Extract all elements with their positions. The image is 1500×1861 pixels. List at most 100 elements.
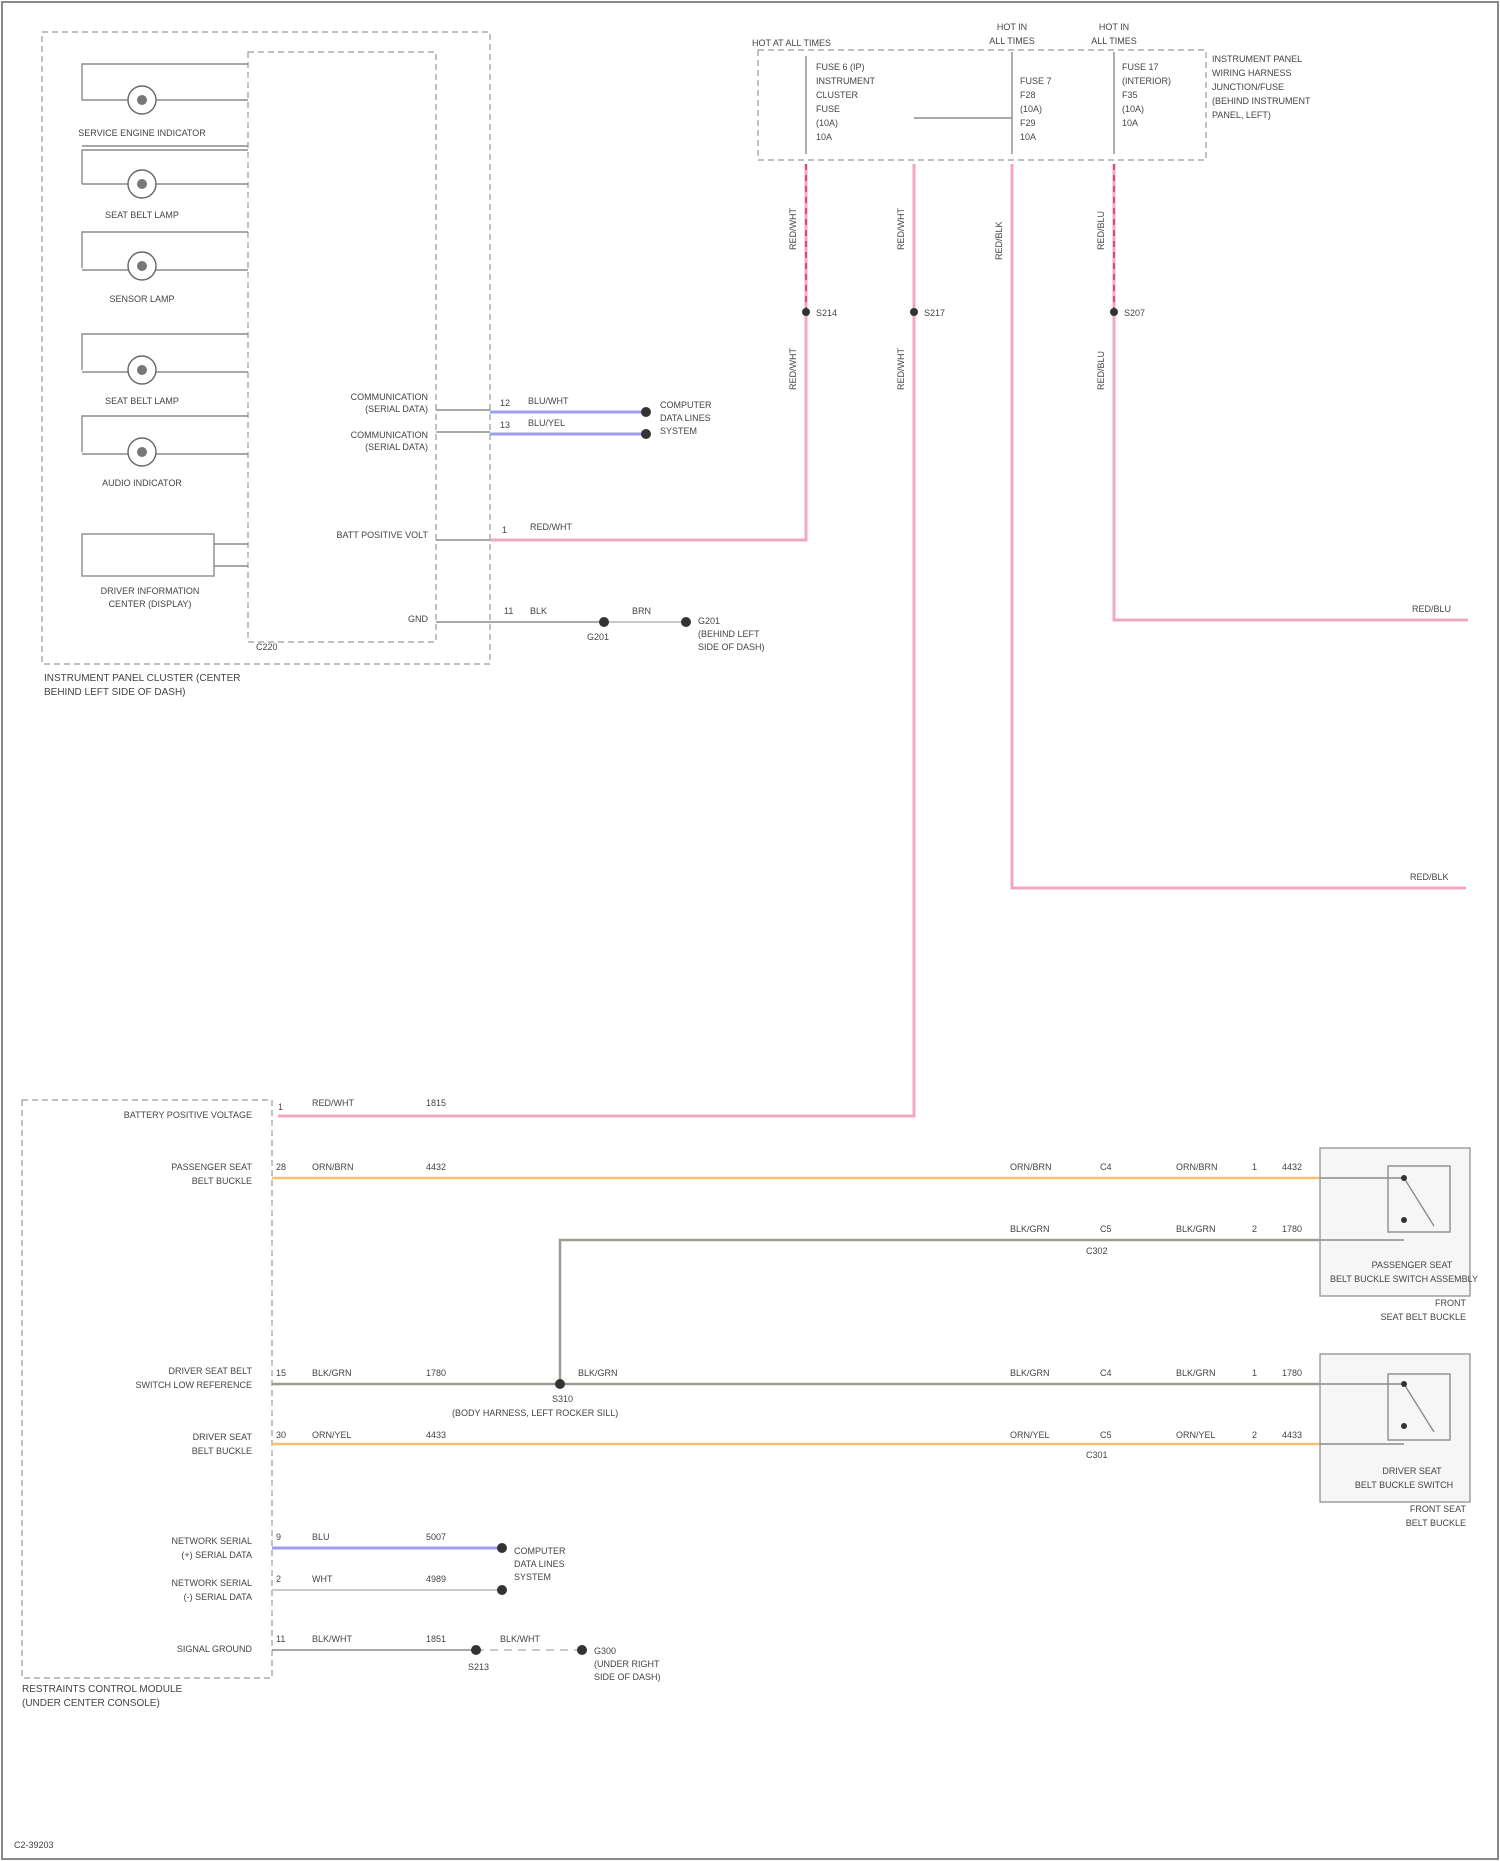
ipc-pin-battery: BATT POSITIVE VOLT xyxy=(336,530,428,540)
svg-text:FUSE 6 (IP): FUSE 6 (IP) xyxy=(816,62,865,72)
ipc-can-low-wire: 13 BLU/YEL xyxy=(490,418,651,439)
svg-text:BLK/WHT: BLK/WHT xyxy=(312,1634,353,1644)
rcm-can-low-wire: 2 WHT 4989 xyxy=(272,1574,507,1595)
ground-icon xyxy=(681,617,691,627)
svg-text:CENTER (DISPLAY): CENTER (DISPLAY) xyxy=(109,599,192,609)
svg-text:ALL TIMES: ALL TIMES xyxy=(989,36,1035,46)
svg-text:RED/BLK: RED/BLK xyxy=(994,221,1004,260)
ipc-module-label: INSTRUMENT PANEL CLUSTER (CENTER xyxy=(44,673,241,684)
rcm-pin-ground: SIGNAL GROUND xyxy=(177,1644,253,1654)
svg-text:S217: S217 xyxy=(924,308,945,318)
svg-text:BLK/WHT: BLK/WHT xyxy=(500,1634,541,1644)
rcm-pin-can-low: NETWORK SERIAL xyxy=(171,1578,252,1588)
svg-text:S214: S214 xyxy=(816,308,837,318)
rcm-pin-driver-buckle: DRIVER SEAT xyxy=(193,1432,253,1442)
svg-text:BELT BUCKLE SWITCH: BELT BUCKLE SWITCH xyxy=(1355,1480,1453,1490)
ipc-lamp-label: SEAT BELT LAMP xyxy=(105,396,179,406)
ipc-outer-box xyxy=(42,32,490,664)
svg-text:F29: F29 xyxy=(1020,118,1036,128)
svg-text:BLK/GRN: BLK/GRN xyxy=(578,1368,618,1378)
svg-text:11: 11 xyxy=(276,1634,285,1644)
svg-text:FRONT SEAT: FRONT SEAT xyxy=(1410,1504,1467,1514)
ipc-info-center: DRIVER INFORMATION CENTER (DISPLAY) xyxy=(82,534,248,609)
svg-text:ORN/YEL: ORN/YEL xyxy=(312,1430,352,1440)
svg-text:(SERIAL DATA): (SERIAL DATA) xyxy=(365,404,428,414)
svg-text:G201: G201 xyxy=(698,616,720,626)
svg-text:S213: S213 xyxy=(468,1662,489,1672)
ipc-lamp-label: SERVICE ENGINE INDICATOR xyxy=(78,128,206,138)
svg-text:(BODY HARNESS, LEFT ROCKER SIL: (BODY HARNESS, LEFT ROCKER SILL) xyxy=(452,1408,618,1418)
svg-text:S207: S207 xyxy=(1124,308,1145,318)
svg-text:BELT BUCKLE: BELT BUCKLE xyxy=(192,1446,252,1456)
ipc-lamp-label: SENSOR LAMP xyxy=(109,294,174,304)
svg-text:15: 15 xyxy=(276,1368,286,1378)
svg-text:1: 1 xyxy=(1252,1162,1257,1172)
svg-text:DATA LINES: DATA LINES xyxy=(514,1559,565,1569)
svg-text:DRIVER SEAT: DRIVER SEAT xyxy=(1382,1466,1442,1476)
rcm-pin-driver-return: DRIVER SEAT BELT xyxy=(168,1366,252,1376)
fuse-panel: HOT AT ALL TIMES HOT IN ALL TIMES HOT IN… xyxy=(752,22,1311,160)
svg-text:30: 30 xyxy=(276,1430,286,1440)
svg-text:1815: 1815 xyxy=(426,1098,446,1108)
svg-text:RED/BLU: RED/BLU xyxy=(1096,211,1106,250)
fuse-panel-description: INSTRUMENT PANEL xyxy=(1212,54,1302,64)
svg-text:1: 1 xyxy=(278,1102,283,1112)
svg-text:4433: 4433 xyxy=(426,1430,446,1440)
footer-code: C2-39203 xyxy=(14,1840,54,1850)
svg-text:S310: S310 xyxy=(552,1394,573,1404)
svg-text:BRN: BRN xyxy=(632,606,651,616)
svg-text:F28: F28 xyxy=(1020,90,1036,100)
svg-text:2: 2 xyxy=(1252,1224,1257,1234)
ipc-pin-ground: GND xyxy=(408,614,429,624)
svg-text:(10A): (10A) xyxy=(1122,104,1144,114)
svg-text:ORN/YEL: ORN/YEL xyxy=(1010,1430,1050,1440)
svg-text:BLK/GRN: BLK/GRN xyxy=(1010,1224,1050,1234)
svg-text:C4: C4 xyxy=(1100,1368,1112,1378)
ipc-lamp-label: AUDIO INDICATOR xyxy=(102,478,182,488)
svg-text:BELT BUCKLE: BELT BUCKLE xyxy=(1406,1518,1466,1528)
driver-buckle-switch: DRIVER SEAT BELT BUCKLE SWITCH FRONT SEA… xyxy=(1320,1354,1470,1528)
svg-text:13: 13 xyxy=(500,420,510,430)
svg-text:C5: C5 xyxy=(1100,1430,1112,1440)
svg-text:SYSTEM: SYSTEM xyxy=(514,1572,551,1582)
rcm-battery-wire: 1 RED/WHT 1815 xyxy=(278,1098,446,1112)
svg-text:28: 28 xyxy=(276,1162,286,1172)
svg-text:RED/WHT: RED/WHT xyxy=(788,348,798,390)
svg-text:ORN/BRN: ORN/BRN xyxy=(312,1162,354,1172)
svg-text:4432: 4432 xyxy=(426,1162,446,1172)
svg-text:5007: 5007 xyxy=(426,1532,446,1542)
svg-text:WHT: WHT xyxy=(312,1574,333,1584)
svg-text:10A: 10A xyxy=(1122,118,1138,128)
rcm-can-destination: COMPUTER DATA LINES SYSTEM xyxy=(514,1546,566,1582)
svg-text:BEHIND LEFT SIDE OF DASH): BEHIND LEFT SIDE OF DASH) xyxy=(44,687,186,698)
ipc-ground-wire: 11 BLK BRN G201 G201 (BEHIND LEFT SIDE O… xyxy=(490,606,765,652)
svg-text:1780: 1780 xyxy=(1282,1224,1302,1234)
rcm-pin-can-high: NETWORK SERIAL xyxy=(171,1536,252,1546)
instrument-panel-cluster: SERVICE ENGINE INDICATOR SEAT BELT LAMP … xyxy=(42,32,490,698)
svg-text:ORN/BRN: ORN/BRN xyxy=(1010,1162,1052,1172)
svg-text:HOT IN: HOT IN xyxy=(1099,22,1129,32)
rcm-pin-battery: BATTERY POSITIVE VOLTAGE xyxy=(124,1110,252,1120)
svg-text:PASSENGER SEAT: PASSENGER SEAT xyxy=(1372,1260,1453,1270)
svg-text:CLUSTER: CLUSTER xyxy=(816,90,859,100)
svg-text:HOT IN: HOT IN xyxy=(997,22,1027,32)
fuse-circuit-1: RED/WHT S214 RED/WHT xyxy=(788,164,837,540)
ipc-lamp-5: AUDIO INDICATOR xyxy=(82,416,248,488)
fuse-circuit-4: RED/BLU S207 RED/BLU RED/BLU xyxy=(1096,164,1468,620)
svg-text:2: 2 xyxy=(1252,1430,1257,1440)
svg-text:BLU/WHT: BLU/WHT xyxy=(528,396,569,406)
svg-text:2: 2 xyxy=(276,1574,281,1584)
ipc-pin-can-high: COMMUNICATION xyxy=(351,392,428,402)
ipc-can-high-wire: 12 BLU/WHT xyxy=(490,396,651,417)
svg-text:BELT BUCKLE: BELT BUCKLE xyxy=(192,1176,252,1186)
svg-text:(BEHIND LEFT: (BEHIND LEFT xyxy=(698,629,760,639)
svg-text:(+) SERIAL DATA: (+) SERIAL DATA xyxy=(181,1550,252,1560)
fuse-circuit-2: RED/WHT S217 RED/WHT xyxy=(278,164,945,1116)
svg-text:FRONT: FRONT xyxy=(1435,1298,1466,1308)
svg-text:12: 12 xyxy=(500,398,510,408)
svg-text:RED/WHT: RED/WHT xyxy=(896,208,906,250)
svg-text:ORN/YEL: ORN/YEL xyxy=(1176,1430,1216,1440)
svg-text:FUSE: FUSE xyxy=(816,104,840,114)
svg-text:10A: 10A xyxy=(816,132,832,142)
